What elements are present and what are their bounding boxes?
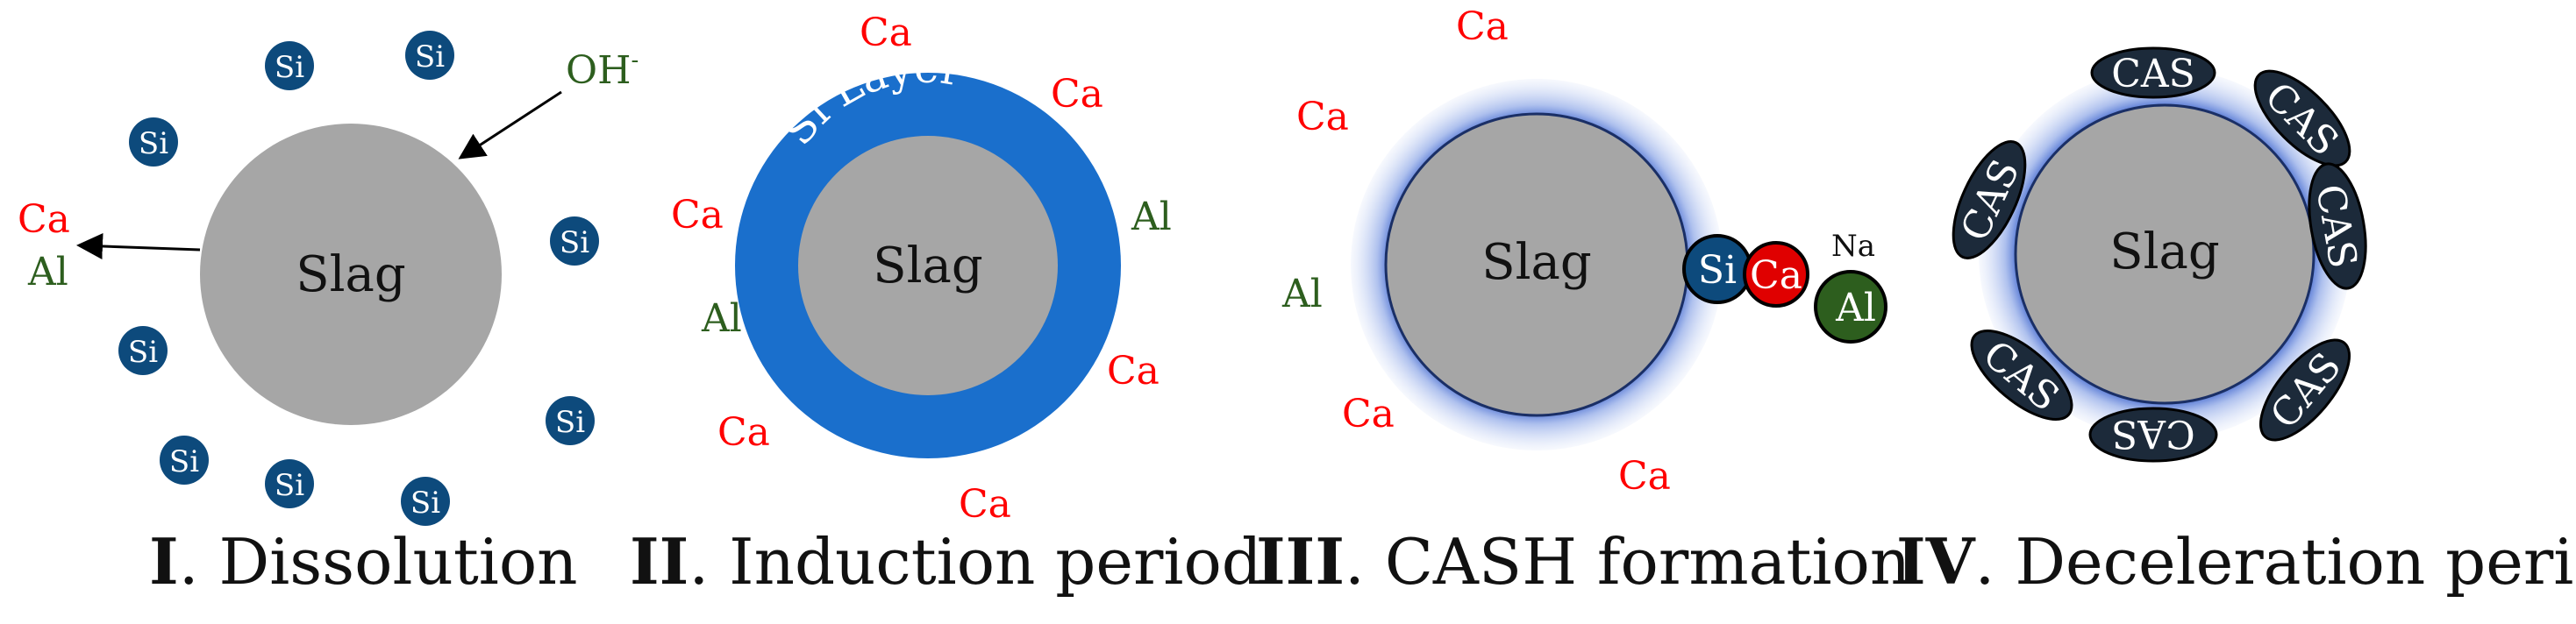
slag-label: Slag [296, 246, 406, 303]
ca-label: Ca [717, 410, 770, 455]
si-ion-label: Si [128, 335, 158, 370]
svg-text:Ca: Ca [1750, 253, 1802, 298]
caption-cash-formation: III. CASH formation [1256, 524, 1911, 599]
svg-text:Al: Al [1835, 286, 1876, 330]
svg-text:CAS: CAS [2111, 52, 2195, 96]
ca-label: Ca [671, 193, 724, 238]
panel-dissolution: Slag Si Si Si Si Si Si Si Si Si OH- Ca A… [18, 31, 639, 526]
leach-arrow [76, 232, 201, 259]
na-label: Na [1831, 229, 1875, 264]
caption-dissolution: I. Dissolution [149, 524, 578, 599]
ca-label: Ca [1618, 454, 1671, 499]
ca-ion: Ca [1743, 241, 1809, 308]
ca-label: Ca [959, 482, 1011, 527]
slag-label: Slag [2109, 223, 2220, 280]
ca-label: Ca [1107, 349, 1160, 394]
al-label: Al [27, 250, 68, 294]
si-ion-label: Si [275, 468, 304, 503]
oh-attack-arrow [458, 90, 562, 160]
slag-particle [200, 124, 502, 425]
slag-particle [798, 136, 1058, 395]
panel-induction: Slag Si Layer Ca Ca Ca Ca Ca Ca Al Al [671, 11, 1172, 527]
si-ion-group: Si Si Si Si Si Si Si Si Si [118, 31, 599, 526]
si-ion-label: Si [169, 444, 199, 479]
ca-label: Ca [1342, 392, 1395, 436]
si-ion-label: Si [139, 126, 168, 161]
panel-deceleration: Slag CAS CAS CAS CAS CAS CAS CAS [1952, 46, 2367, 463]
al-label: Al [701, 296, 742, 341]
caption-deceleration: IV. Deceleration period [1896, 524, 2576, 599]
si-ion-label: Si [415, 39, 445, 74]
panel-cash-formation: Slag Si Ca Al Na Ca Ca Ca Ca Al [1281, 4, 1887, 499]
slag-label: Slag [873, 238, 983, 294]
svg-text:CAS: CAS [2111, 411, 2195, 456]
ca-label: Ca [860, 11, 912, 55]
oh-label: OH- [566, 47, 639, 93]
ca-label: Ca [1456, 4, 1509, 49]
cas-cluster: CAS [2088, 407, 2218, 463]
si-ion-label: Si [560, 225, 589, 260]
si-ion-label: Si [410, 486, 440, 521]
cas-cluster: CAS [2307, 162, 2367, 290]
cas-cluster: CAS [2090, 46, 2216, 99]
slag-label: Slag [1481, 234, 1592, 291]
ca-label: Ca [1051, 72, 1103, 117]
al-label: Al [1281, 272, 1323, 316]
slag-particle [2014, 103, 2316, 405]
svg-text:Si: Si [1698, 248, 1737, 293]
si-ion: Si [1682, 234, 1752, 304]
ca-label: Ca [1296, 95, 1349, 139]
si-ion-label: Si [555, 405, 585, 440]
caption-induction: II. Induction period [630, 524, 1262, 599]
al-label: Al [1131, 195, 1172, 239]
si-ion-label: Si [275, 50, 304, 85]
al-ion: Al [1814, 270, 1887, 344]
ca-label: Ca [18, 197, 70, 242]
